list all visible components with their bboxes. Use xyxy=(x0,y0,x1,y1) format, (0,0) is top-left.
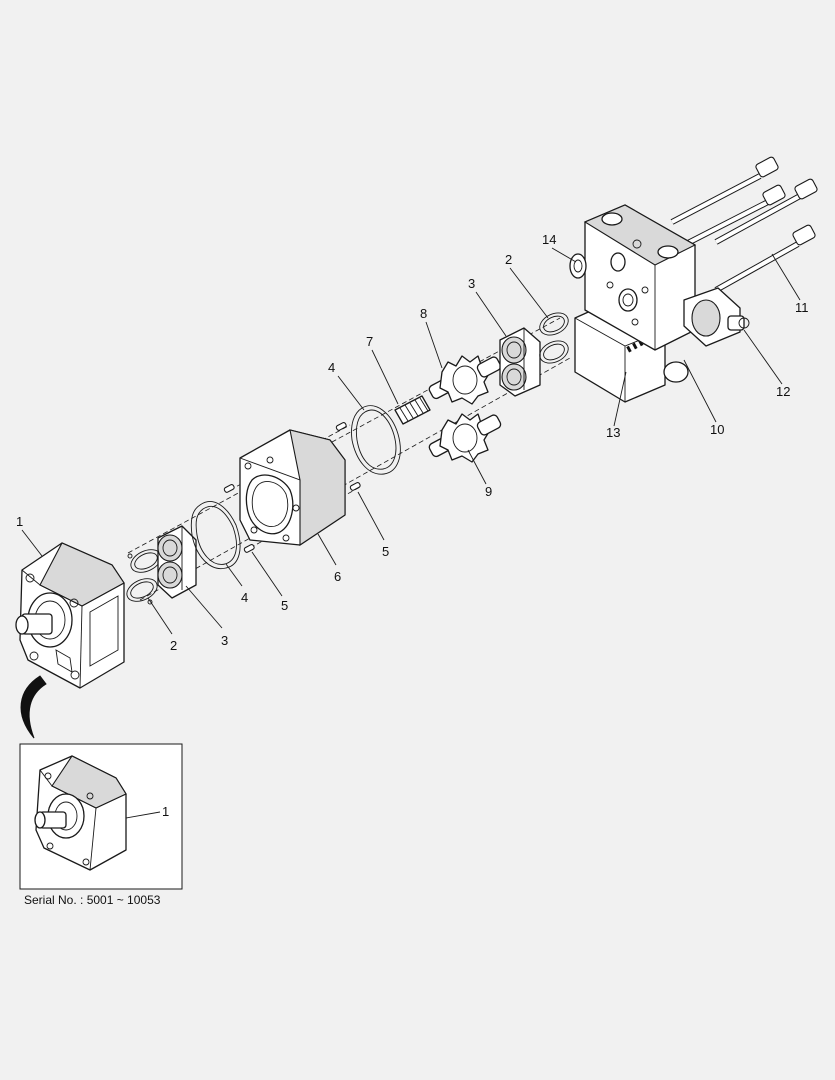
solenoid-cartridge-part xyxy=(683,287,750,347)
callout-10: 10 xyxy=(710,422,724,437)
callout-12: 12 xyxy=(776,384,790,399)
seal-ring-right xyxy=(351,405,401,475)
callout-4-right: 4 xyxy=(328,360,335,375)
inset-callout-1: 1 xyxy=(162,804,169,819)
callout-2-right: 2 xyxy=(505,252,512,267)
serial-number-label: Serial No. : 5001 ~ 10053 xyxy=(24,893,161,907)
inset-panel xyxy=(19,743,183,890)
callout-5-left: 5 xyxy=(281,598,288,613)
callout-6: 6 xyxy=(334,569,341,584)
callout-11: 11 xyxy=(795,300,809,315)
callout-3-left: 3 xyxy=(221,633,228,648)
driven-gear-part xyxy=(428,413,502,463)
callout-14: 14 xyxy=(542,232,556,247)
inset-pointer-arrow xyxy=(20,675,47,739)
bushing-block-left xyxy=(157,525,197,599)
snap-rings-left xyxy=(126,549,162,605)
callout-8: 8 xyxy=(420,306,427,321)
gear-housing-part xyxy=(239,429,346,547)
callout-7: 7 xyxy=(366,334,373,349)
callout-1: 1 xyxy=(16,514,23,529)
callout-9: 9 xyxy=(485,484,492,499)
callout-2-left: 2 xyxy=(170,638,177,653)
callout-5-right: 5 xyxy=(382,544,389,559)
seal-ring-left xyxy=(190,501,241,570)
side-fitting-part xyxy=(569,253,587,279)
drive-shaft-part xyxy=(394,395,431,425)
dowel-pins xyxy=(223,422,361,553)
drive-gear-part xyxy=(428,355,502,405)
callout-3-right: 3 xyxy=(468,276,475,291)
leader-lines xyxy=(21,247,801,635)
callout-13: 13 xyxy=(606,425,620,440)
callout-labels: 1 2 3 4 5 5 6 4 7 8 3 2 14 9 13 10 12 11… xyxy=(16,232,809,819)
callout-4-left: 4 xyxy=(241,590,248,605)
tie-bolts-part xyxy=(670,156,818,293)
inset-front-cover xyxy=(34,755,127,871)
bushing-block-right xyxy=(499,327,541,397)
snap-rings-right xyxy=(539,312,569,364)
front-cover-part xyxy=(15,542,125,689)
